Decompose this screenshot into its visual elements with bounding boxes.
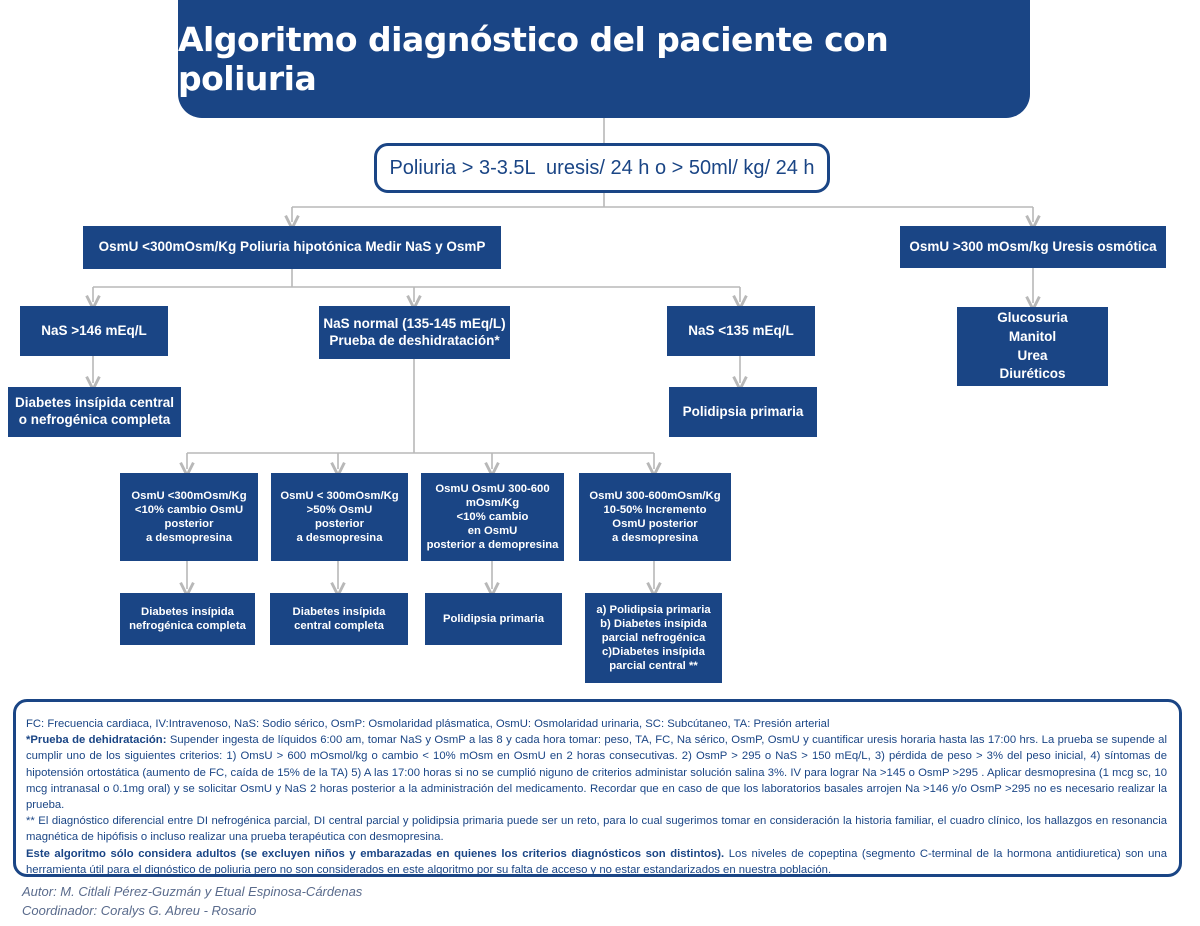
dehydration-test-text: Supender ingesta de líquidos 6:00 am, to… <box>26 734 1167 812</box>
polyuria-definition-node: Poliuria > 3-3.5L uresis/ 24 h o > 50ml/… <box>374 143 830 193</box>
test-node-3: OsmU OsmU 300-600 mOsm/Kg <10% cambio en… <box>421 473 564 561</box>
test-node-4: OsmU 300-600mOsm/Kg 10-50% Incremento Os… <box>579 473 731 561</box>
page-title: Algoritmo diagnóstico del paciente con p… <box>178 20 889 98</box>
result-node-3: Polidipsia primaria <box>425 593 562 645</box>
differential-diagnosis-note: ** El diagnóstico diferencial entre DI n… <box>26 815 1167 844</box>
sodium-normal-node: NaS normal (135-145 mEq/L) Prueba de des… <box>319 306 510 359</box>
adults-note-text: Los niveles de copeptina (segmento C-ter… <box>26 847 1167 876</box>
dehydration-test-note: *Prueba de dehidratación: Supender inges… <box>26 732 1167 813</box>
sodium-low-result-node: Polidipsia primaria <box>669 387 817 437</box>
sodium-high-node: NaS >146 mEq/L <box>20 306 168 356</box>
title-banner: Algoritmo diagnóstico del paciente con p… <box>178 0 1030 118</box>
abbreviations-note: FC: Frecuencia cardiaca, IV:Intravenoso,… <box>26 718 830 730</box>
author-line: Autor: M. Citlali Pérez-Guzmán y Etual E… <box>22 884 363 899</box>
coordinator-line: Coordinador: Coralys G. Abreu - Rosario <box>22 903 257 918</box>
sodium-low-node: NaS <135 mEq/L <box>667 306 815 356</box>
adults-note-label: Este algoritmo sólo considera adultos (s… <box>26 847 725 860</box>
osmotic-causes-node: Glucosuria Manitol Urea Diuréticos <box>957 307 1108 386</box>
test-node-2: OsmU < 300mOsm/Kg >50% OsmU posterior a … <box>271 473 408 561</box>
adults-note: Este algoritmo sólo considera adultos (s… <box>26 846 1167 878</box>
sodium-high-result-node: Diabetes insípida central o nefrogénica … <box>8 387 181 437</box>
footnotes-box: FC: Frecuencia cardiaca, IV:Intravenoso,… <box>13 699 1182 877</box>
hypotonic-polyuria-node: OsmU <300mOsm/Kg Poliuria hipotónica Med… <box>83 226 501 269</box>
result-node-2: Diabetes insípida central completa <box>270 593 408 645</box>
osmotic-diuresis-node: OsmU >300 mOsm/kg Uresis osmótica <box>900 226 1166 268</box>
result-node-4: a) Polidipsia primaria b) Diabetes insíp… <box>585 593 722 683</box>
test-node-1: OsmU <300mOsm/Kg <10% cambio OsmU poster… <box>120 473 258 561</box>
dehydration-test-label: *Prueba de dehidratación: <box>26 734 167 747</box>
credits: Autor: M. Citlali Pérez-Guzmán y Etual E… <box>22 882 362 920</box>
result-node-1: Diabetes insípida nefrogénica completa <box>120 593 255 645</box>
